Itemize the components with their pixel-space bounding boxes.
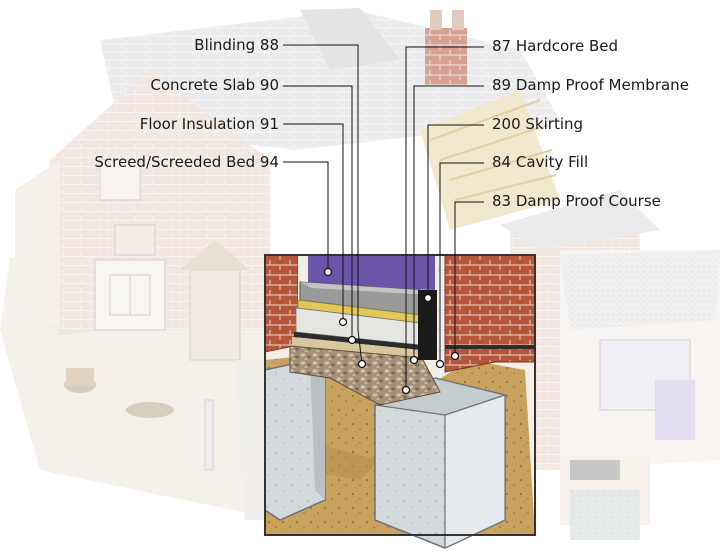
label-blinding[interactable]: Blinding 88 <box>194 36 279 54</box>
leader-dots <box>323 267 460 395</box>
label-floor-insulation[interactable]: Floor Insulation 91 <box>139 115 279 133</box>
label-cavity-fill[interactable]: 84 Cavity Fill <box>492 153 589 171</box>
label-concrete-slab[interactable]: Concrete Slab 90 <box>150 76 279 94</box>
dpm-layer <box>294 332 420 350</box>
label-skirting[interactable]: 200 Skirting <box>492 115 584 133</box>
cavity-fill-area <box>437 255 445 375</box>
label-hardcore-bed[interactable]: 87 Hardcore Bed <box>492 37 619 55</box>
dpc-band <box>445 345 535 349</box>
label-damp-proof-membrane[interactable]: 89 Damp Proof Membrane <box>492 76 689 94</box>
background-house <box>0 8 720 540</box>
blinding-layer <box>292 337 422 358</box>
leader-lines <box>283 44 484 388</box>
interior-wall-paint <box>308 255 435 290</box>
foundation-cutaway-inset <box>264 254 536 549</box>
label-screed[interactable]: Screed/Screeded Bed 94 <box>94 153 279 171</box>
label-damp-proof-course[interactable]: 83 Damp Proof Course <box>492 192 661 210</box>
skirting-board <box>418 290 437 360</box>
